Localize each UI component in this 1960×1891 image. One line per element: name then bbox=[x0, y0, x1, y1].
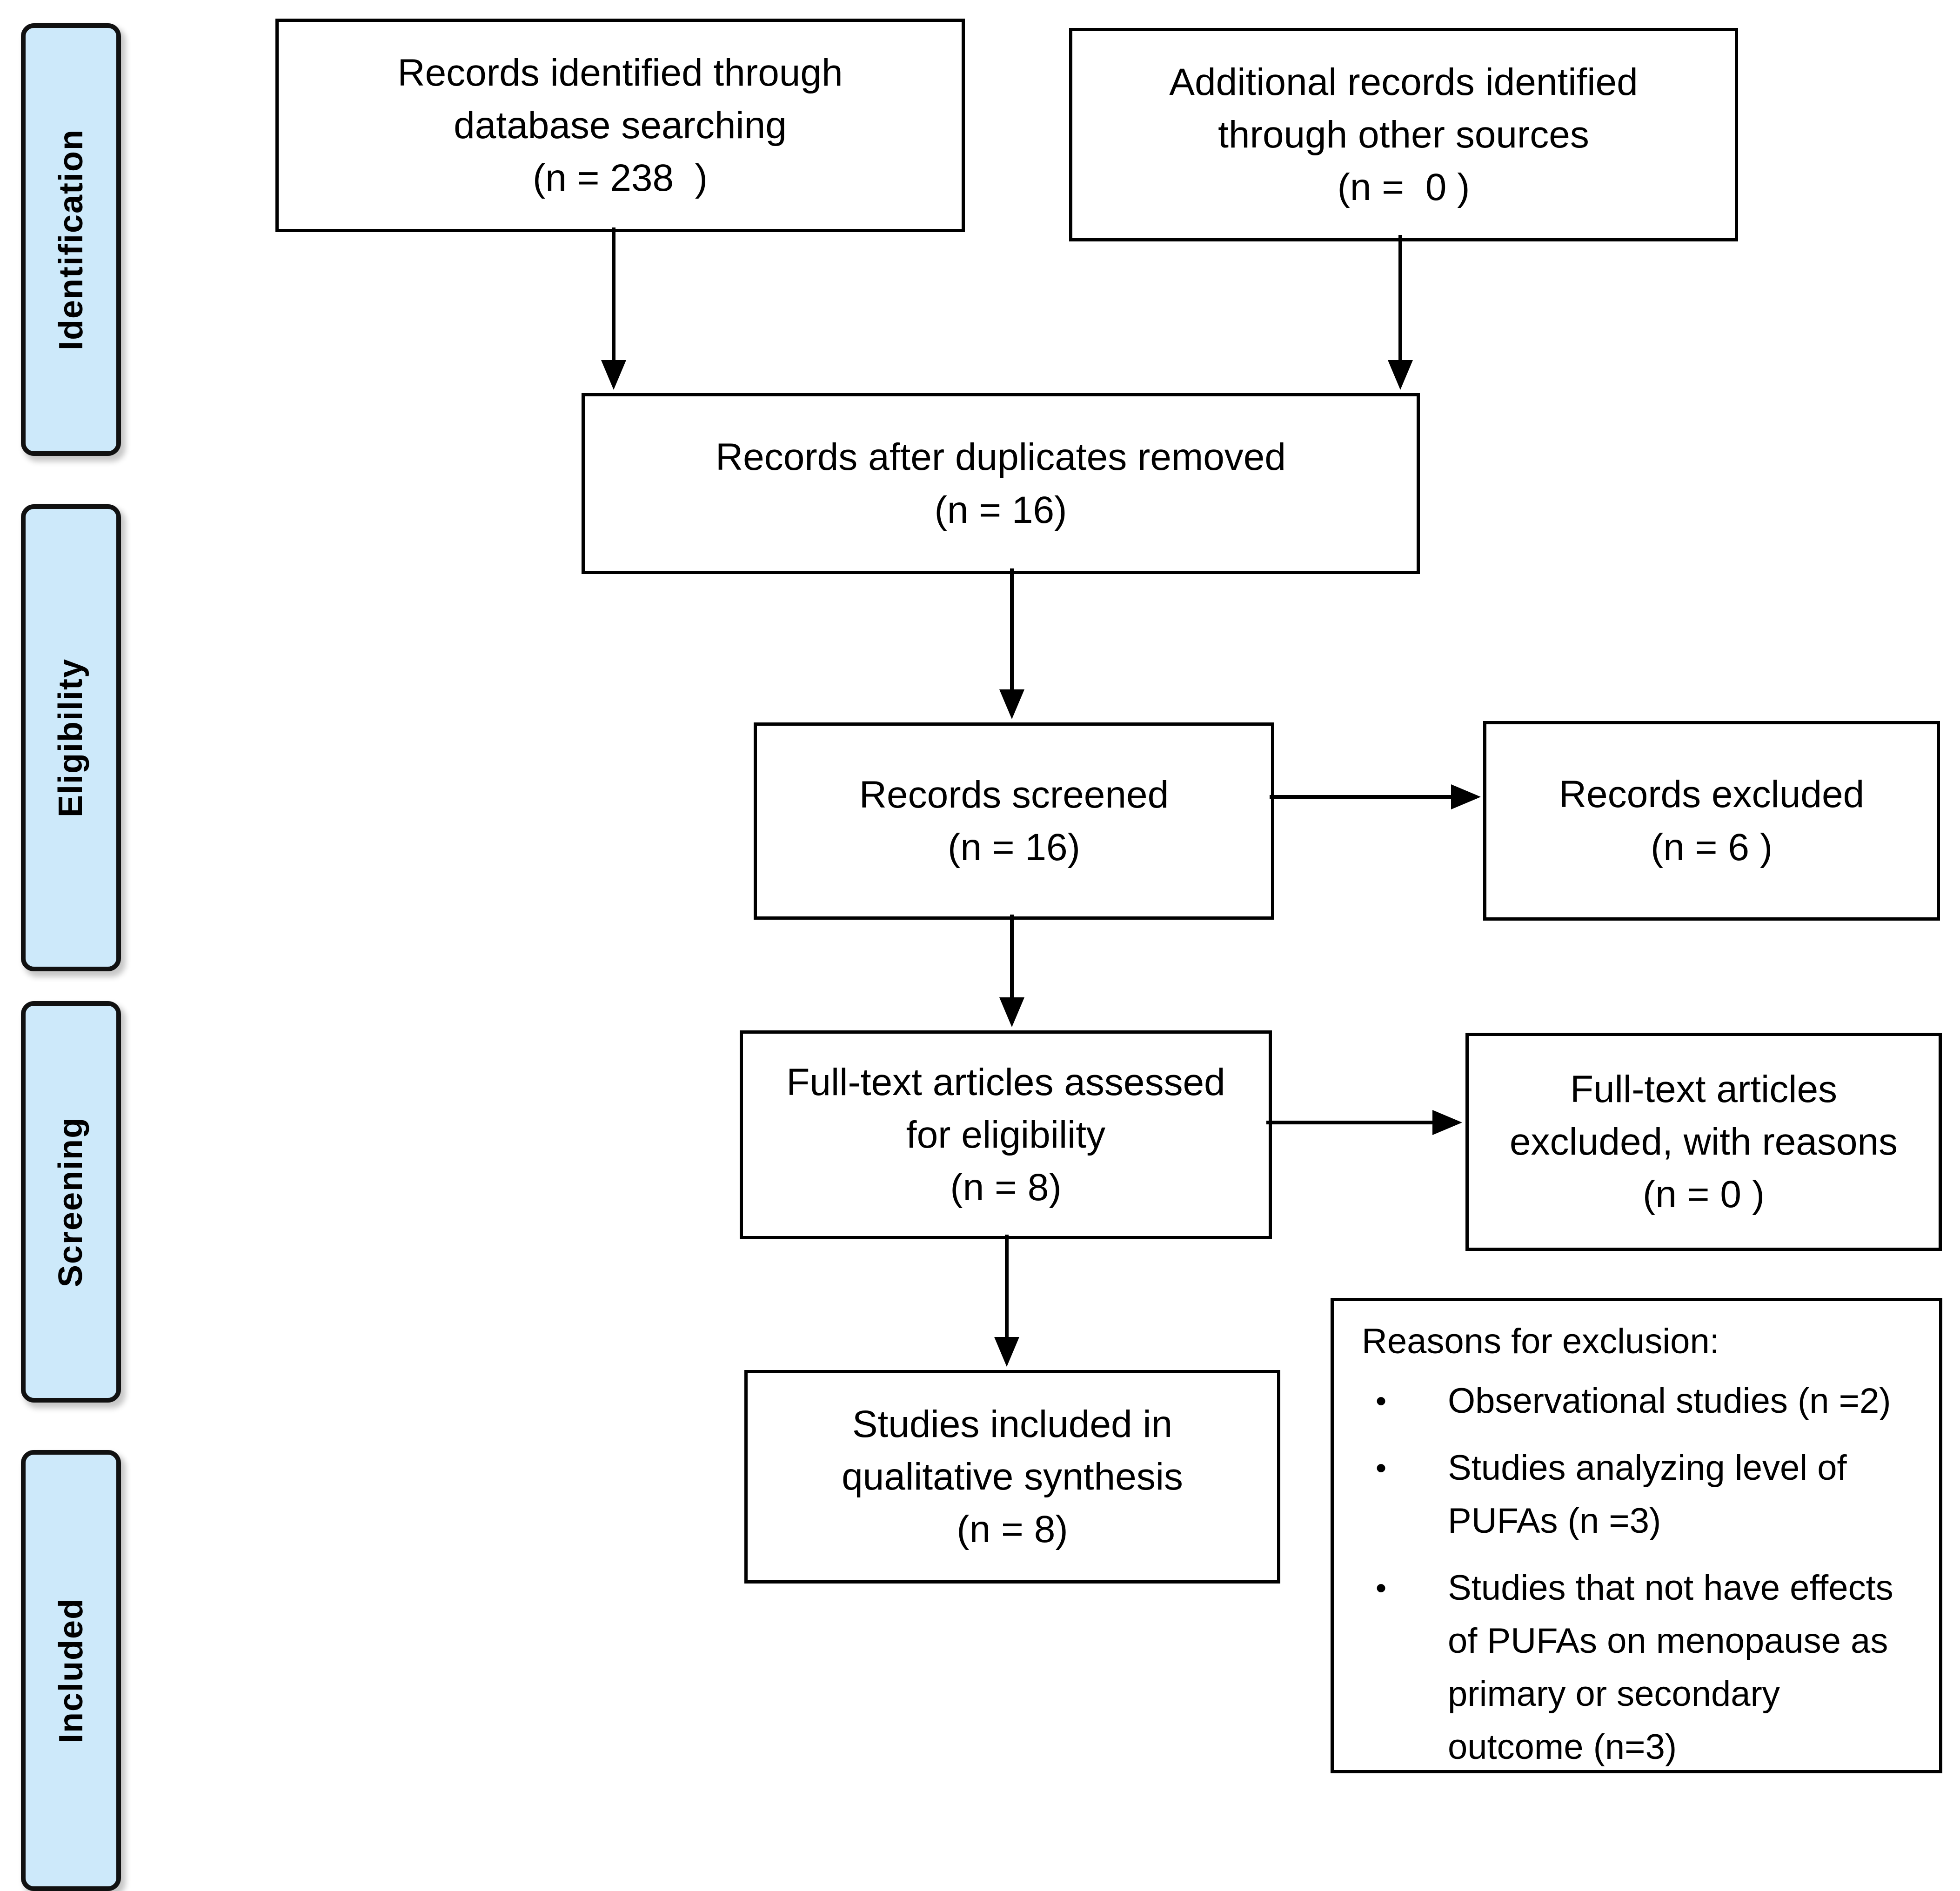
reasons-title: Reasons for exclusion: bbox=[1362, 1322, 1719, 1361]
box-studies-included-line1: Studies included in bbox=[852, 1403, 1173, 1445]
stage-screening: Screening bbox=[21, 1001, 121, 1403]
reason-no-outcome-line3: primary or secondary bbox=[1448, 1674, 1780, 1714]
box-duplicates-removed-count: (n = 16) bbox=[934, 488, 1067, 531]
box-records-excluded-line1: Records excluded bbox=[1559, 773, 1865, 816]
arrow-identified-to-duplicates-line bbox=[612, 227, 615, 361]
reason-no-outcome-line4: outcome (n=3) bbox=[1448, 1727, 1677, 1767]
stage-identification-label: Identification bbox=[52, 129, 90, 350]
reason-item-pufa-levels: • Studies analyzing level of PUFAs (n =3… bbox=[1362, 1442, 1847, 1548]
arrow-additional-to-duplicates-line bbox=[1398, 235, 1402, 361]
box-fulltext-assessed-count: (n = 8) bbox=[950, 1166, 1062, 1209]
box-duplicates-removed: Records after duplicates removed (n = 16… bbox=[582, 393, 1420, 574]
bullet-icon: • bbox=[1376, 1383, 1387, 1418]
arrow-duplicates-to-screened-line bbox=[1010, 568, 1014, 690]
box-studies-included: Studies included in qualitative synthesi… bbox=[744, 1370, 1280, 1584]
reason-no-outcome-line2: of PUFAs on menopause as bbox=[1448, 1621, 1888, 1661]
box-records-identified-line1: Records identified through bbox=[397, 51, 843, 94]
box-additional-records-line2: through other sources bbox=[1218, 113, 1589, 156]
box-records-screened-line1: Records screened bbox=[859, 773, 1169, 816]
arrow-identified-to-duplicates-head bbox=[601, 360, 626, 390]
arrow-fulltext-to-excluded-line bbox=[1266, 1121, 1433, 1124]
box-duplicates-removed-line1: Records after duplicates removed bbox=[715, 436, 1286, 479]
arrow-screened-to-fulltext-line bbox=[1010, 915, 1014, 998]
box-records-identified-count: (n = 238 ) bbox=[532, 157, 708, 200]
bullet-icon: • bbox=[1376, 1570, 1387, 1605]
box-records-excluded-count: (n = 6 ) bbox=[1650, 826, 1773, 869]
stage-included-label: Included bbox=[52, 1597, 90, 1744]
stage-eligibility-label: Eligibility bbox=[52, 658, 90, 818]
box-reasons-for-exclusion: Reasons for exclusion: • Observational s… bbox=[1331, 1298, 1942, 1773]
reason-observational-line1: Observational studies (n =2) bbox=[1448, 1381, 1891, 1421]
arrow-fulltext-to-excluded-head bbox=[1432, 1110, 1462, 1135]
arrow-fulltext-to-included-head bbox=[994, 1337, 1019, 1367]
arrow-additional-to-duplicates-head bbox=[1388, 360, 1413, 390]
box-additional-records-count: (n = 0 ) bbox=[1337, 166, 1470, 209]
reason-item-observational: • Observational studies (n =2) bbox=[1362, 1375, 1891, 1428]
stage-eligibility: Eligibility bbox=[21, 504, 121, 971]
box-records-excluded: Records excluded (n = 6 ) bbox=[1483, 721, 1940, 921]
bullet-icon: • bbox=[1376, 1450, 1387, 1485]
reason-no-outcome-line1: Studies that not have effects bbox=[1448, 1568, 1893, 1608]
reason-pufa-levels-line2: PUFAs (n =3) bbox=[1448, 1501, 1661, 1541]
box-studies-included-line2: qualitative synthesis bbox=[842, 1455, 1183, 1498]
box-additional-records: Additional records identified through ot… bbox=[1069, 28, 1738, 241]
box-fulltext-excluded-count: (n = 0 ) bbox=[1642, 1173, 1765, 1216]
reason-pufa-levels-line1: Studies analyzing level of bbox=[1448, 1448, 1847, 1488]
arrow-screened-to-fulltext-head bbox=[999, 997, 1024, 1027]
arrow-screened-to-excluded-head bbox=[1451, 784, 1481, 809]
stage-screening-label: Screening bbox=[52, 1116, 90, 1287]
box-fulltext-assessed: Full-text articles assessed for eligibil… bbox=[740, 1030, 1272, 1239]
box-records-identified: Records identified through database sear… bbox=[275, 19, 965, 232]
box-records-screened: Records screened (n = 16) bbox=[754, 722, 1274, 920]
box-fulltext-excluded-line2: excluded, with reasons bbox=[1509, 1120, 1898, 1163]
box-additional-records-line1: Additional records identified bbox=[1169, 60, 1638, 103]
arrow-fulltext-to-included-line bbox=[1005, 1235, 1009, 1338]
arrow-duplicates-to-screened-head bbox=[999, 689, 1024, 719]
stage-identification: Identification bbox=[21, 23, 121, 456]
box-fulltext-excluded: Full-text articles excluded, with reason… bbox=[1465, 1033, 1942, 1251]
stage-included: Included bbox=[21, 1450, 121, 1891]
box-fulltext-assessed-line1: Full-text articles assessed bbox=[786, 1061, 1225, 1103]
box-fulltext-excluded-line1: Full-text articles bbox=[1570, 1068, 1838, 1110]
box-fulltext-assessed-line2: for eligibility bbox=[906, 1113, 1106, 1156]
arrow-screened-to-excluded-line bbox=[1270, 795, 1452, 799]
box-records-screened-count: (n = 16) bbox=[948, 826, 1080, 869]
reason-item-no-menopause-outcome: • Studies that not have effects of PUFAs… bbox=[1362, 1562, 1893, 1774]
box-studies-included-count: (n = 8) bbox=[957, 1508, 1068, 1551]
box-records-identified-line2: database searching bbox=[454, 104, 787, 147]
